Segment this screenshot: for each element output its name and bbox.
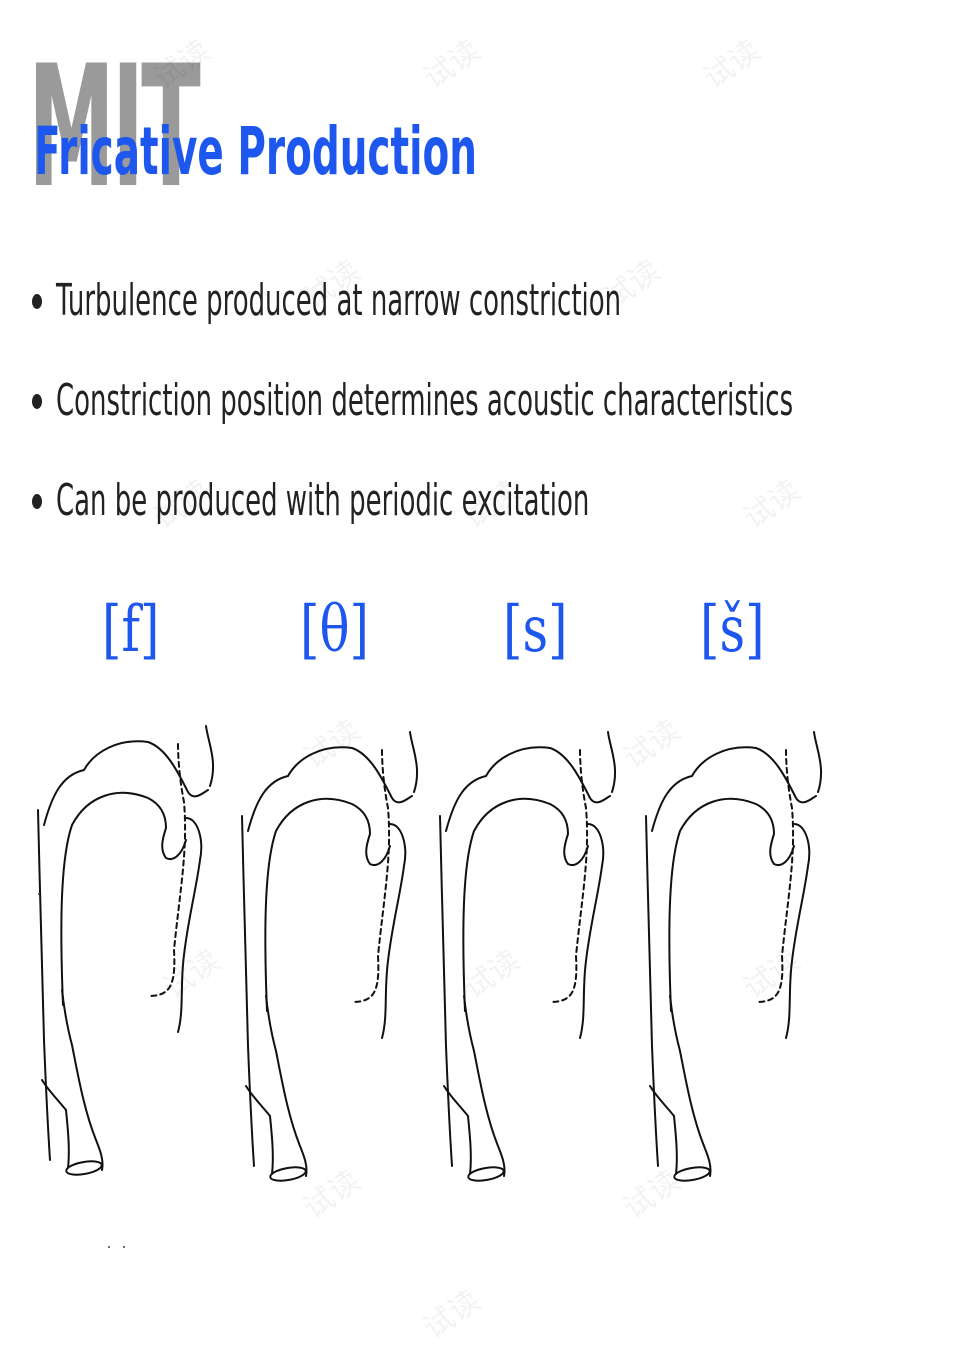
bullet-dot-icon: [32, 294, 42, 309]
watermark-text: 试读: [417, 33, 487, 97]
bullet-dot-icon: [32, 394, 42, 409]
vocal-tract-diagrams: [37, 725, 823, 1185]
vocal-tract-s: [439, 731, 617, 1185]
bullet-text: Turbulence produced at narrow constricti…: [56, 275, 622, 326]
watermark-text: 试读: [417, 1283, 487, 1347]
bullet-dot-icon: [32, 494, 42, 509]
scan-fleck: [38, 893, 40, 895]
phoneme-label-sh: [š]: [700, 593, 765, 667]
bullet-text: Can be produced with periodic excitation: [56, 475, 590, 526]
phoneme-label-s: [s]: [503, 593, 568, 667]
slide-title: Fricative Production: [34, 113, 477, 190]
phoneme-label-f: [f]: [102, 593, 160, 667]
phoneme-label-theta: [θ]: [300, 593, 370, 667]
vocal-tract-theta: [241, 731, 419, 1185]
vocal-tract-f: [37, 725, 215, 1179]
vocal-tract-sh: [645, 731, 823, 1185]
mit-logo: MIT: [28, 29, 201, 225]
watermark-text: 试读: [697, 33, 767, 97]
bullet-text: Constriction position determines acousti…: [56, 375, 794, 426]
scan-fleck: [123, 1246, 125, 1248]
watermark-text: 试读: [737, 473, 807, 537]
scan-fleck: [108, 1246, 110, 1248]
